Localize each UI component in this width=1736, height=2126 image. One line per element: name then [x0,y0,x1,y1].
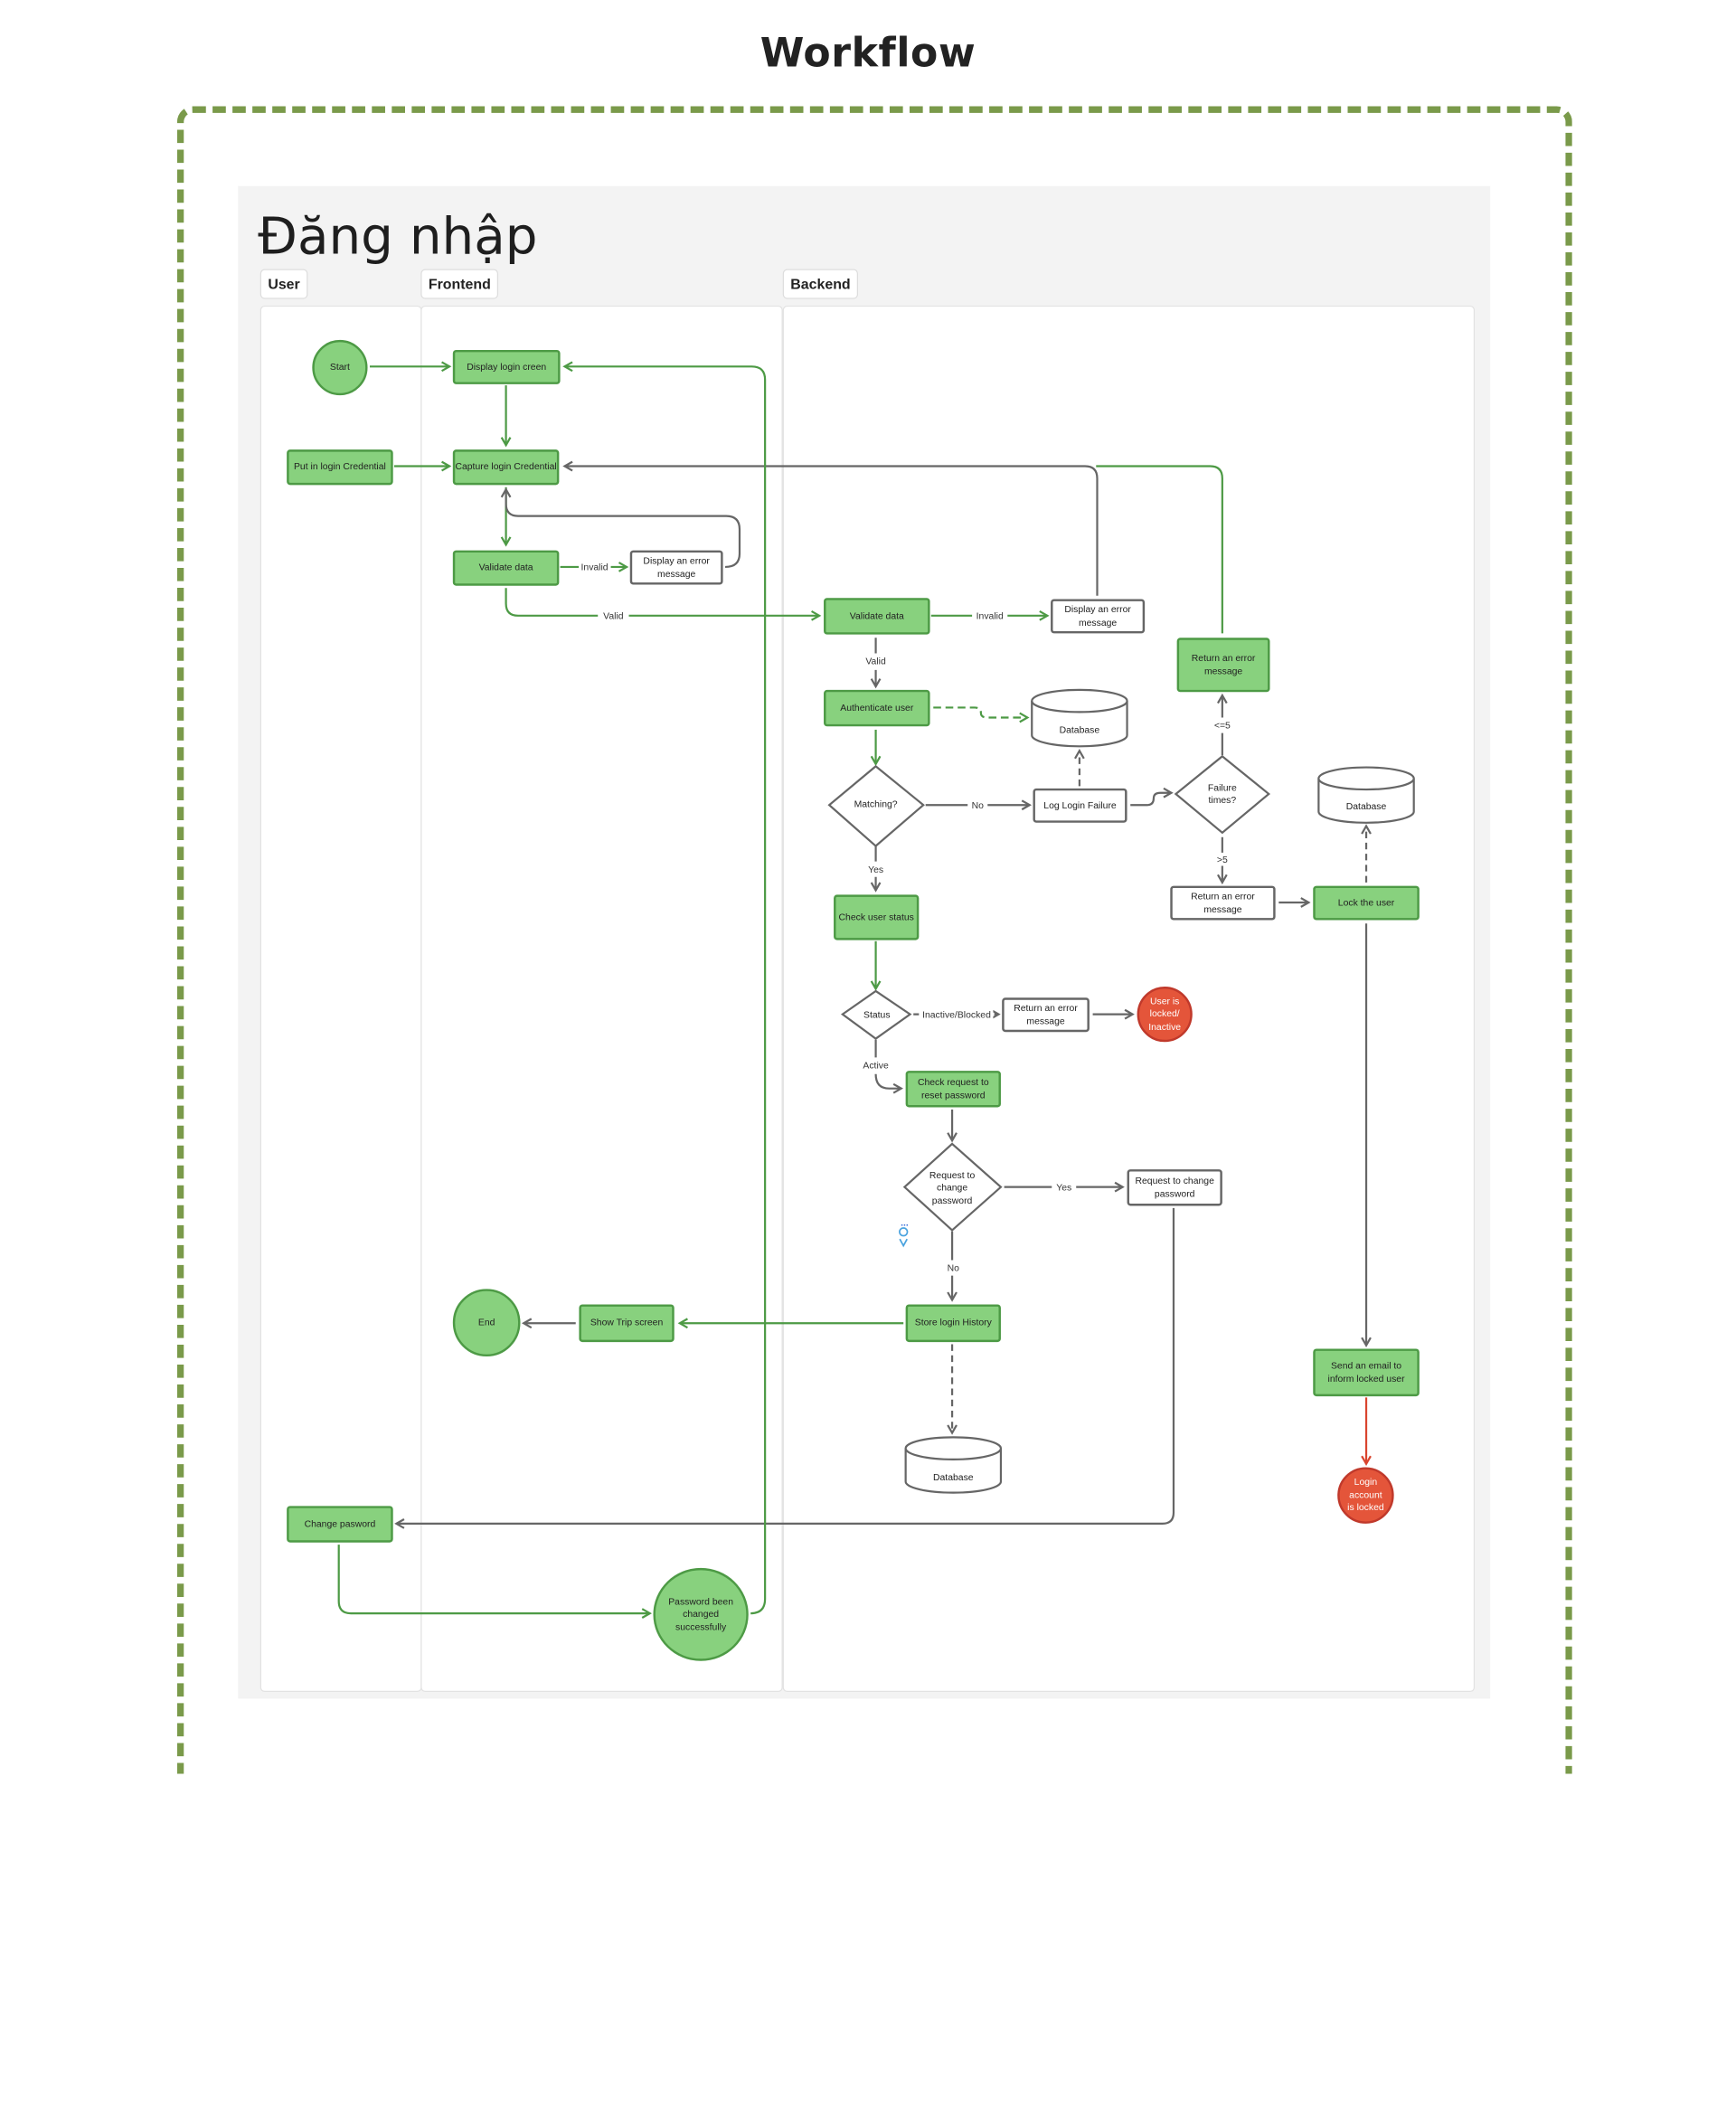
edge-auth-db1 [933,706,1030,723]
label-inactive-blocked: Inactive/Blocked [920,1008,994,1020]
be-error-node[interactable]: Display an error message [1051,599,1146,634]
db3-label: Database [933,1471,974,1483]
status-label: Status [863,1008,891,1021]
label-le5: <=5 [1212,719,1233,732]
fe-error-node[interactable]: Display an error message [629,550,723,585]
failure-times-label: Failure times? [1207,780,1237,806]
lane-label-frontend: Frontend [420,269,499,299]
return-error-gt5-node[interactable]: Return an error message [1170,885,1276,921]
log-failure-node[interactable]: Log Login Failure [1033,788,1127,823]
password-changed-node[interactable]: Password been changed successfully [653,1567,749,1661]
connector-layer: ... [337,361,1415,1619]
matching-diamond-shape [827,764,925,847]
page-title: Workflow [760,31,976,77]
label-yes-match: Yes [865,864,886,875]
failure-diamond-shape [1174,754,1271,835]
send-email-node[interactable]: Send an email to inform locked user [1313,1348,1420,1397]
label-valid-fe: Valid [600,609,627,621]
db1-label: Database [1059,724,1100,736]
be-validate-node[interactable]: Validate data [824,598,930,635]
db2-label: Database [1345,800,1387,812]
database-db2 [1317,766,1415,824]
label-gt5: >5 [1214,854,1231,865]
lock-user-node[interactable]: Lock the user [1313,885,1420,921]
store-history-node[interactable]: Store login History [905,1304,1001,1343]
label-yes-change: Yes [1053,1181,1074,1193]
matching-label: Matching? [854,798,898,810]
marker-dots: ... [901,1219,909,1229]
check-status-node[interactable]: Check user status [834,894,920,940]
check-reset-node[interactable]: Check request to reset password [905,1071,1001,1108]
edge-feerror-capture [500,487,741,569]
authenticate-node[interactable]: Authenticate user [824,689,930,727]
edge-validate-bevalidate [505,588,820,616]
lane-label-backend: Backend [782,269,859,299]
database-db3 [904,1436,1003,1494]
location-pin-icon [899,1227,909,1248]
capture-credential-node[interactable]: Capture login Credential [452,449,560,486]
request-diamond-shape [902,1142,1003,1232]
put-credential-node[interactable]: Put in login Credential [287,449,393,486]
show-trip-node[interactable]: Show Trip screen [579,1304,675,1343]
end-node[interactable]: End [452,1289,521,1357]
label-no-match: No [969,799,986,811]
label-no-change: No [945,1261,962,1274]
label-invalid-be: Invalid [974,609,1006,621]
edge-returnerror-capture [1096,465,1223,634]
start-node[interactable]: Start [312,339,368,396]
edge-status-reset [874,1039,901,1089]
request-change-box-node[interactable]: Request to change password [1127,1169,1222,1206]
lane-label-user: User [259,269,308,299]
fe-validate-node[interactable]: Validate data [452,550,560,586]
board-title: Đăng nhập [258,205,538,266]
label-invalid-fe: Invalid [579,561,611,573]
request-change-label: Request to change password [929,1168,976,1206]
lane-frontend [420,305,783,1693]
edge-change-success [337,1545,653,1619]
display-login-node[interactable]: Display login creen [452,349,561,384]
database-db1 [1031,688,1128,748]
lane-backend [782,305,1476,1693]
edge-beerror-capture [562,460,1099,596]
change-password-node[interactable]: Change pasword [287,1506,393,1543]
dashed-frame [176,106,1572,1774]
return-error-status-node[interactable]: Return an error message [1002,997,1090,1033]
status-diamond-shape [840,989,912,1040]
label-valid-be: Valid [863,655,889,667]
edge-requestbox-change [394,1207,1175,1529]
edge-success-display [562,361,767,1615]
login-locked-node[interactable]: Login account is locked [1337,1467,1394,1524]
label-active: Active [860,1059,892,1072]
return-error-top-node[interactable]: Return an error message [1176,638,1270,693]
edge-log-failure [1130,787,1174,807]
user-locked-node[interactable]: User is locked/ Inactive [1137,987,1193,1043]
